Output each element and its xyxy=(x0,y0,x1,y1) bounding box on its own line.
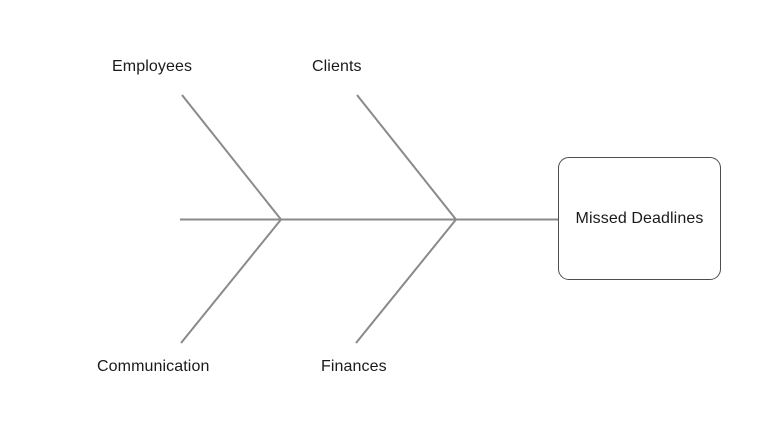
effect-box: Missed Deadlines xyxy=(558,157,721,280)
category-label-employees: Employees xyxy=(112,58,193,75)
bone-line-clients xyxy=(356,94,457,221)
effect-label: Missed Deadlines xyxy=(575,210,704,227)
bone-line-employees xyxy=(181,94,282,221)
bone-line-finances xyxy=(355,218,457,344)
category-label-communication: Communication xyxy=(97,358,210,375)
category-label-finances: Finances xyxy=(321,358,387,375)
bone-line-communication xyxy=(180,218,282,344)
category-label-clients: Clients xyxy=(312,58,362,75)
